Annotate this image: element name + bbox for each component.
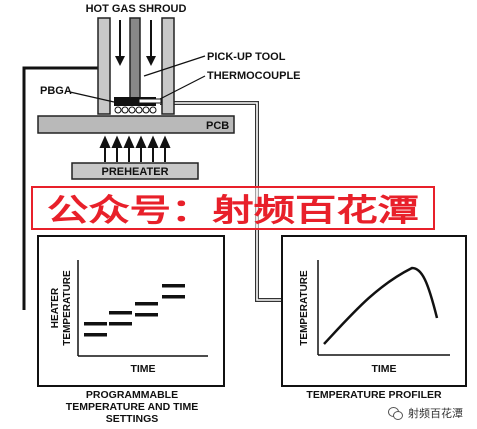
pcb-label: PCB [206, 120, 229, 132]
wechat-icon [388, 406, 404, 420]
temperature-profiler-panel [281, 235, 467, 387]
thermocouple-tip [138, 98, 162, 104]
footer-brand: 射频百花潭 [388, 405, 463, 421]
hot-gas-shroud-label: HOT GAS SHROUD [86, 3, 187, 15]
shroud-wall-left [97, 17, 111, 115]
thermocouple-label: THERMOCOUPLE [207, 70, 301, 82]
left-x-label: TIME [130, 363, 155, 375]
left-caption-line2: TEMPERATURE AND TIME [66, 401, 198, 413]
footer-brand-text: 射频百花潭 [408, 407, 463, 420]
solder-balls [114, 106, 157, 114]
temperature-profile-curve [323, 266, 439, 345]
preheater-label: PREHEATER [101, 166, 168, 178]
left-y-label-line2: TEMPERATURE [62, 270, 73, 346]
preheat-arrows [99, 135, 171, 162]
left-y-label-line1: HEATER [50, 287, 61, 328]
pbga-label: PBGA [40, 85, 72, 97]
pick-up-tool-leader [143, 55, 206, 77]
watermark-text: 公众号：射频百花潭 [47, 193, 419, 229]
pcb-board [37, 115, 235, 134]
left-caption-line1: PROGRAMMABLE [86, 389, 178, 401]
watermark-box [31, 186, 435, 230]
left-caption-line3: SETTINGS [106, 413, 159, 425]
pick-up-tool-label: PICK-UP TOOL [207, 51, 286, 63]
gas-arrowhead-right [146, 56, 156, 66]
temperature-steps [84, 284, 185, 337]
pbga-package [114, 97, 156, 106]
right-y-label: TEMPERATURE [299, 270, 310, 346]
pbga-leader [69, 91, 115, 103]
gas-arrowhead-left [115, 56, 125, 66]
right-x-label: TIME [371, 363, 396, 375]
control-wire [22, 66, 98, 310]
pick-up-tool [129, 17, 141, 99]
shroud-wall-right [161, 17, 175, 115]
preheater-block [71, 162, 199, 180]
thermocouple-leader [159, 75, 206, 100]
right-caption: TEMPERATURE PROFILER [306, 389, 442, 401]
